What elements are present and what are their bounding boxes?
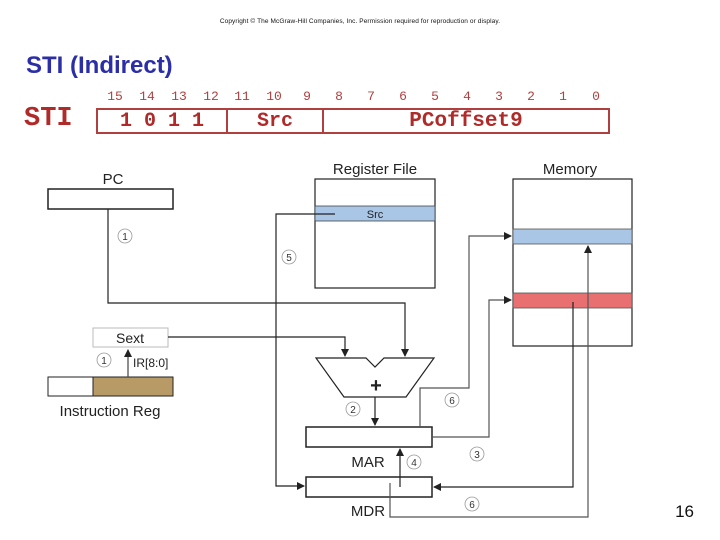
step-marker: 1 [96,352,112,368]
address-adder [314,357,436,398]
register-file-label: Register File [333,161,417,178]
ir-lower-bits [92,376,174,397]
copyright-notice: Copyright © The McGraw-Hill Companies, I… [219,18,501,25]
adder-symbol: + [370,375,382,397]
bit-number: 15 [107,89,123,104]
mar-to-memory-target-wire [432,296,512,438]
step-marker: 2 [345,401,361,417]
step-marker: 3 [469,446,485,462]
pc-label: PC [103,171,124,188]
slide-title: STI (Indirect) [26,52,173,79]
pc-to-adder-wire [107,209,409,357]
bit-numbers: 15 14 13 12 11 10 9 8 7 6 5 4 3 2 1 0 [96,89,610,104]
register-file [314,178,436,289]
src-register-label: Src [367,209,384,221]
mdr-register [305,476,433,498]
svg-text:1: 1 [122,232,128,243]
bit-number: 1 [559,89,567,104]
bit-number: 6 [399,89,407,104]
opcode-field: 1 0 1 1 [96,108,228,134]
sext-to-adder-wire [168,336,349,357]
bit-number: 13 [171,89,187,104]
ir-upper-bits [47,376,94,397]
pc-register [47,188,174,210]
bit-number: 4 [463,89,471,104]
bit-number: 8 [335,89,343,104]
svg-text:1: 1 [101,356,107,367]
bit-number: 0 [592,89,600,104]
step-marker: 1 [117,228,133,244]
src-to-mdr-wire [275,213,335,490]
bit-number: 2 [527,89,535,104]
step-marker: 4 [406,454,422,470]
mdr-label: MDR [351,503,385,520]
step-marker: 5 [281,249,297,265]
mdr-to-memory-wire [389,245,592,518]
instruction-reg-label: Instruction Reg [60,403,161,420]
step-marker: 6 [464,496,480,512]
sext-label: Sext [116,330,144,346]
mar-register [305,426,433,448]
svg-text:4: 4 [411,458,417,469]
bit-number: 12 [203,89,219,104]
svg-text:2: 2 [350,405,356,416]
memory-to-mdr-wire [433,302,574,491]
svg-text:6: 6 [469,500,475,511]
memory-label: Memory [543,161,598,178]
bit-number: 10 [266,89,282,104]
instruction-mnemonic: STI [24,104,73,134]
ir-bits-label: IR[8:0] [133,356,168,370]
bit-number: 9 [303,89,311,104]
bit-number: 14 [139,89,155,104]
src-field: Src [226,108,324,134]
svg-text:3: 3 [474,450,480,461]
svg-text:6: 6 [449,396,455,407]
bit-number: 5 [431,89,439,104]
pcoffset9-field: PCoffset9 [322,108,610,134]
page-number: 16 [675,502,694,521]
svg-text:5: 5 [286,253,292,264]
bit-number: 3 [495,89,503,104]
bit-number: 11 [234,89,250,104]
bit-number: 7 [367,89,375,104]
mar-to-memory-address-wire [419,232,512,428]
step-marker: 6 [444,392,460,408]
mar-label: MAR [351,454,385,471]
memory-cell-address [512,228,633,245]
